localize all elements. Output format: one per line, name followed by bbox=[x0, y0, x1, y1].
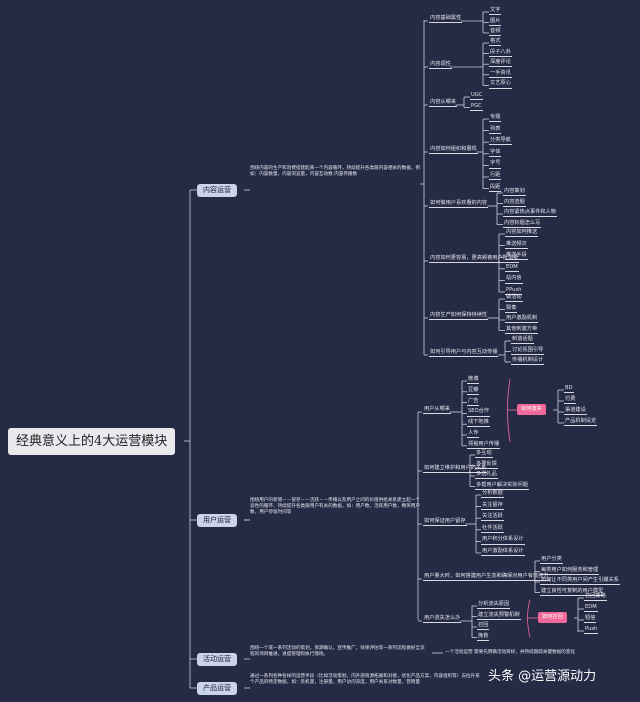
user-item: 多要反馈 bbox=[475, 461, 498, 469]
content-item: PPush bbox=[505, 287, 523, 296]
content-item: 用户激励机制 bbox=[505, 315, 539, 324]
content-item: 做活动 bbox=[505, 294, 523, 303]
content-item: 字号 bbox=[489, 160, 502, 169]
user-item: 用户激励体系设计 bbox=[481, 548, 525, 557]
user-ops-description: 围绕用户的新增－－留存－－活跃－－传播以及用户之间的价值供给关系建立起一个良性的… bbox=[250, 498, 420, 515]
user-item: 多互动 bbox=[475, 450, 493, 459]
root-title: 经典意义上的4大运营模块 bbox=[8, 428, 176, 455]
user-item: 建立良性可复制的用户模型 bbox=[540, 588, 605, 596]
content-item: 列表 bbox=[489, 126, 502, 134]
recall-item: 召回策略 bbox=[584, 593, 607, 602]
channel-item: 渠道建设 bbox=[564, 407, 587, 416]
content-topic[interactable]: 内容生产如何保持持续性 bbox=[429, 312, 489, 321]
content-item: 其他刺激方帝 bbox=[505, 326, 539, 334]
user-topic[interactable]: 如何建立维护和用户的关系 bbox=[423, 465, 488, 474]
content-item: 内容选题 bbox=[503, 199, 526, 207]
content-item: 内容策划 bbox=[503, 188, 526, 197]
channel-item: 产品机制设定 bbox=[564, 418, 598, 427]
content-topic[interactable]: 如何做用户喜欢看的内容 bbox=[429, 200, 489, 209]
content-item: PGC bbox=[470, 103, 483, 111]
channel-item: 付费 bbox=[564, 396, 577, 405]
content-topic[interactable]: 内容如何组织和展现 bbox=[429, 146, 478, 155]
branch-content-ops[interactable]: 内容运营 bbox=[197, 184, 237, 197]
user-item: 多送礼品 bbox=[475, 471, 498, 480]
user-topic[interactable]: 用户量大时，如何搭建用户生态和确保对用户有效控力 bbox=[423, 573, 550, 582]
user-item: 社件活跃 bbox=[481, 525, 504, 533]
user-item: 广告 bbox=[467, 398, 480, 406]
content-item: 制造话题 bbox=[511, 336, 534, 345]
user-item: 挽救 bbox=[477, 633, 490, 641]
content-topic[interactable]: 如何引导用户与内容互动传播 bbox=[429, 349, 499, 358]
content-item: EDM bbox=[505, 264, 519, 272]
user-item: 如何让不同类用户间产生引爆关系 bbox=[540, 577, 620, 586]
content-item: 深度评论 bbox=[489, 59, 512, 68]
user-item: 线下地推 bbox=[467, 419, 490, 428]
content-item: 图片 bbox=[489, 18, 502, 26]
content-item: 裂奏 bbox=[505, 305, 518, 313]
user-item: 建立流失预警机制 bbox=[477, 612, 521, 620]
content-item: 专题 bbox=[489, 114, 502, 123]
content-item: 内容如何推送 bbox=[505, 229, 539, 238]
content-item: 分类导航 bbox=[489, 137, 512, 146]
how-to-recall-tag[interactable]: 如何召回 bbox=[538, 612, 567, 624]
content-item: 段子八卦 bbox=[489, 49, 512, 57]
content-item: 音频 bbox=[489, 28, 502, 37]
user-item: 每类用户如何服务和管理 bbox=[540, 567, 600, 575]
user-item: 微博 bbox=[467, 376, 480, 385]
content-ops-description: 围绕内容的生产和消费搭建起来一个内容循环，持续提升各类跟内容相关的数据，例如：内… bbox=[250, 166, 420, 177]
user-item: 分析流失原因 bbox=[477, 601, 511, 610]
watermark: 头条 @运营源动力 bbox=[488, 669, 597, 684]
content-item: 内容标题怎么写 bbox=[503, 220, 542, 228]
user-item: 豆瓣 bbox=[467, 387, 480, 395]
activity-ops-note: 一个活动运营 需要先明确活动目标，并持续跟踪关键数据的变化 bbox=[445, 650, 576, 655]
user-topic[interactable]: 用户流失怎么办 bbox=[423, 615, 462, 624]
content-item: 推送手段 bbox=[505, 252, 528, 261]
user-item: 用户积分体系设计 bbox=[481, 536, 525, 545]
content-item: 讨论氛围引导 bbox=[511, 347, 545, 355]
user-item: 用户分类 bbox=[540, 556, 563, 565]
content-item: 站内信 bbox=[505, 275, 523, 284]
how-to-implement-tag[interactable]: 如何落实 bbox=[517, 404, 546, 416]
activity-ops-description: 围绕一个或一系列活动的策划，资源确认，宣传推广，效果评估等一系列流程做好全流程的… bbox=[250, 646, 425, 657]
content-item: UGC bbox=[470, 92, 484, 101]
content-item: 行距 bbox=[489, 172, 502, 181]
user-item: 关注活跃 bbox=[481, 513, 504, 522]
content-item: 文艺原心 bbox=[489, 80, 512, 89]
recall-item: EDM bbox=[584, 604, 598, 613]
product-ops-description: 通过一系列各种各样的运营手段（比如活动策划，内外部资源拓展和对接，优化产品方案，… bbox=[250, 674, 480, 685]
user-item: 人传 bbox=[467, 430, 480, 439]
content-item: 推送频次 bbox=[505, 241, 528, 249]
user-topic[interactable]: 用户从哪来 bbox=[423, 406, 451, 415]
user-topic[interactable]: 如何保证用户留存 bbox=[423, 518, 467, 527]
user-item: SEO合作 bbox=[467, 408, 491, 417]
content-item: 格式 bbox=[489, 38, 502, 47]
user-item: 召回 bbox=[477, 622, 490, 631]
content-topic[interactable]: 内容调性 bbox=[429, 61, 452, 70]
recall-item: 短信 bbox=[584, 615, 597, 624]
branch-product-ops[interactable]: 产品运营 bbox=[197, 682, 237, 695]
user-item: 关注留存 bbox=[481, 502, 504, 510]
branch-user-ops[interactable]: 用户运营 bbox=[197, 514, 237, 527]
content-topic[interactable]: 内容基础属性 bbox=[429, 15, 463, 24]
channel-item: BD bbox=[564, 385, 574, 394]
user-item: 多帮用户解决实际问题 bbox=[475, 482, 529, 490]
content-item: 传播机制设计 bbox=[511, 357, 545, 366]
branch-activity-ops[interactable]: 活动运营 bbox=[197, 653, 237, 666]
content-item: 文字 bbox=[489, 7, 502, 16]
content-item: 段距 bbox=[489, 184, 502, 192]
connector-line bbox=[527, 599, 531, 638]
content-item: 一手资讯 bbox=[489, 70, 512, 78]
recall-item: Push bbox=[584, 626, 599, 635]
content-topic[interactable]: 内容从哪来 bbox=[429, 99, 457, 108]
user-item: 领袖用户传播 bbox=[467, 441, 501, 449]
connector-line bbox=[507, 378, 511, 443]
content-item: 内容紧热点事件和人物 bbox=[503, 209, 557, 218]
content-topic[interactable]: 内容如何更容易，更高频被用户所消费 bbox=[429, 255, 520, 264]
user-item: 分析数据 bbox=[481, 490, 504, 499]
content-item: 字体 bbox=[489, 149, 502, 157]
